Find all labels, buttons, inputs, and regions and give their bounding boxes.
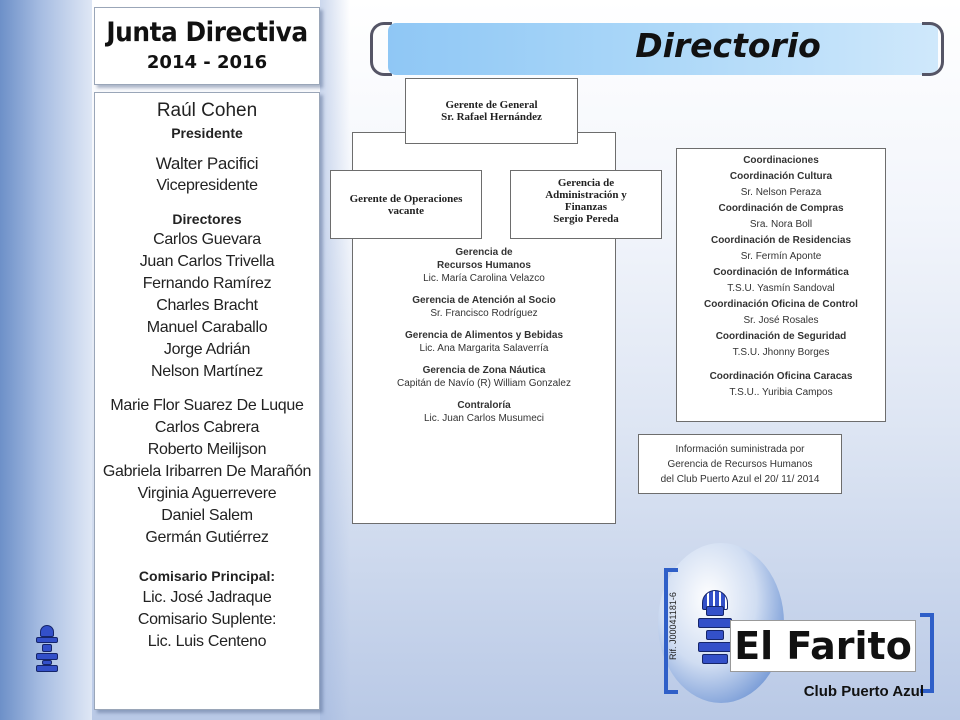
director-name: Manuel Caraballo: [146, 319, 268, 336]
gerencia-administracion-line2: Administración y: [545, 189, 627, 201]
junta-directiva-title-box: Junta Directiva 2014 - 2016: [94, 7, 320, 85]
president-role: Presidente: [171, 125, 243, 141]
gerencia-title: Gerencia de: [455, 247, 513, 258]
lighthouse-icon: [30, 625, 64, 673]
info-line: del Club Puerto Azul el 20/ 11/ 2014: [660, 474, 820, 485]
info-source-box: Información suministrada por Gerencia de…: [638, 434, 842, 494]
gerencia-title: Gerencia de Atención al Socio: [412, 295, 556, 306]
director-name: Germán Gutiérrez: [145, 529, 269, 546]
gerencia-person: Lic. Juan Carlos Musumeci: [423, 413, 545, 424]
coordinacion-title: Coordinación de Seguridad: [715, 331, 847, 342]
coordinacion-person: Sr. José Rosales: [743, 315, 819, 326]
coordinacion-title: Coordinación de Informática: [713, 267, 849, 278]
coordinacion-person: T.S.U. Yasmín Sandoval: [727, 283, 835, 294]
gerente-general-name: Sr. Rafael Hernández: [441, 111, 542, 123]
gerencia-title: Gerencia de Zona Náutica: [422, 365, 546, 376]
coordinacion-title: Coordinación Cultura: [729, 171, 833, 182]
banner-bracket-right: [922, 22, 944, 76]
vp-name: Walter Pacifici: [155, 154, 259, 173]
board-members-panel: Raúl Cohen Presidente Walter Pacifici Vi…: [94, 92, 320, 710]
gerencia-item: Gerencia de Atención al Socio Sr. Franci…: [352, 294, 616, 320]
gerencia-item: Contraloría Lic. Juan Carlos Musumeci: [352, 399, 616, 425]
el-farito-logo-text: El Farito: [730, 620, 916, 672]
gerencia-administracion-line3: Finanzas: [564, 201, 608, 213]
gerencia-administracion-line1: Gerencia de: [557, 177, 615, 189]
logo-bracket-right: [920, 613, 934, 693]
coordinacion-title: Coordinación Oficina de Control: [704, 299, 858, 310]
gerente-operaciones-title: Gerente de Operaciones: [349, 193, 463, 205]
gerencia-item: Gerencia de Alimentos y Bebidas Lic. Ana…: [352, 329, 616, 355]
director-name: Marie Flor Suarez De Luque: [110, 397, 304, 414]
info-line: Gerencia de Recursos Humanos: [667, 459, 813, 470]
coordinacion-person: T.S.U.. Yuribia Campos: [729, 387, 833, 398]
gerencia-person: Sr. Francisco Rodríguez: [430, 308, 538, 319]
directors-label: Directores: [172, 211, 242, 227]
suplente-name: Lic. Luis Centeno: [147, 633, 267, 650]
junta-title: Junta Directiva: [106, 17, 308, 48]
director-name: Jorge Adrián: [163, 341, 251, 358]
coordinaciones-panel: Coordinaciones Coordinación Cultura Sr. …: [676, 148, 886, 422]
gerencia-title: Contraloría: [457, 400, 511, 411]
director-name: Carlos Cabrera: [154, 419, 260, 436]
coordinacion-person: Sr. Nelson Peraza: [740, 187, 822, 198]
director-name: Carlos Guevara: [153, 231, 261, 248]
gerente-general-box: Gerente de General Sr. Rafael Hernández: [405, 78, 578, 144]
coordinacion-person: Sr. Fermín Aponte: [740, 251, 822, 262]
coordinaciones-header: Coordinaciones: [743, 155, 819, 166]
gerencia-administracion-box: Gerencia de Administración y Finanzas Se…: [510, 170, 662, 239]
director-name: Virginia Aguerrevere: [137, 485, 277, 502]
gerencia-administracion-name: Sergio Pereda: [553, 213, 619, 225]
lighthouse-logo-icon: [694, 590, 738, 666]
coordinacion-person: Sra. Nora Boll: [749, 219, 813, 230]
director-name: Fernando Ramírez: [142, 275, 272, 292]
directors-list-2: Marie Flor Suarez De Luque Carlos Cabrer…: [95, 395, 319, 549]
director-name: Nelson Martínez: [151, 363, 263, 380]
director-name: Charles Bracht: [156, 297, 258, 314]
director-name: Daniel Salem: [161, 507, 253, 524]
banner-bracket-left: [370, 22, 392, 76]
directorio-title: Directorio: [635, 26, 821, 65]
left-decorative-strip: [0, 0, 92, 720]
gerencia-person: Lic. María Carolina Velazco: [423, 273, 545, 284]
gerencia-item: Gerencia de Recursos Humanos Lic. María …: [352, 246, 616, 285]
gerencia-item: Gerencia de Zona Náutica Capitán de Naví…: [352, 364, 616, 390]
director-name: Juan Carlos Trivella: [139, 253, 275, 270]
director-name: Roberto Meilijson: [147, 441, 267, 458]
logo-bracket-left: [664, 568, 678, 694]
comisario-label: Comisario Principal:: [138, 568, 276, 584]
gerencia-person: Capitán de Navío (R) William Gonzalez: [397, 378, 571, 389]
gerente-general-title: Gerente de General: [445, 99, 538, 111]
gerencia-title: Gerencia de Alimentos y Bebidas: [404, 330, 564, 341]
info-line: Información suministrada por: [675, 444, 805, 455]
gerencias-list: Gerencia de Recursos Humanos Lic. María …: [352, 246, 616, 425]
vp-role: Vicepresidente: [156, 177, 258, 194]
gerencia-title: Recursos Humanos: [437, 260, 531, 271]
coordinacion-person: T.S.U. Jhonny Borges: [732, 347, 830, 358]
directorio-banner: Directorio: [388, 23, 938, 75]
comisario-name: Lic. José Jadraque: [142, 589, 272, 606]
gerente-operaciones-box: Gerente de Operaciones vacante: [330, 170, 482, 239]
rif-number: Rif. J00041181-6: [668, 592, 678, 660]
directors-list: Carlos Guevara Juan Carlos Trivella Fern…: [95, 229, 319, 383]
gerente-operaciones-name: vacante: [387, 205, 425, 217]
suplente-label: Comisario Suplente:: [137, 611, 277, 628]
president-name: Raúl Cohen: [156, 100, 258, 121]
coordinacion-title: Coordinación de Residencias: [710, 235, 852, 246]
gerencia-person: Lic. Ana Margarita Salaverría: [419, 343, 549, 354]
decorative-shadow-strip: [320, 0, 350, 720]
director-name: Gabriela Iribarren De Marañón: [102, 463, 312, 480]
coordinacion-title: Coordinación de Compras: [718, 203, 844, 214]
junta-years: 2014 - 2016: [146, 52, 268, 73]
club-name: Club Puerto Azul: [803, 683, 924, 700]
coordinacion-title: Coordinación Oficina Caracas: [709, 371, 853, 382]
